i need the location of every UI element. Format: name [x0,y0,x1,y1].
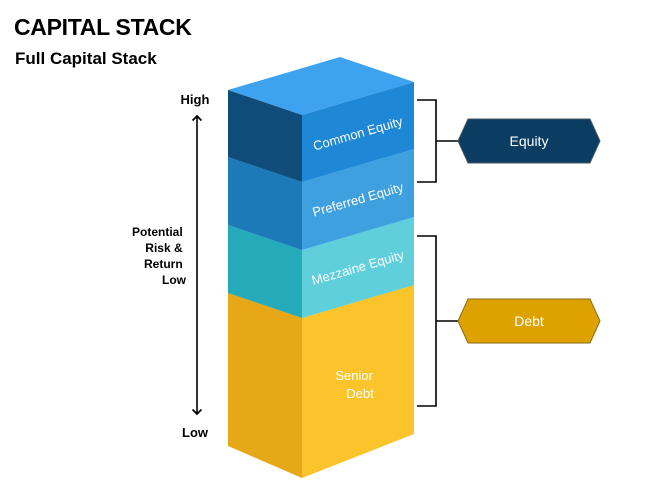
axis-low-label: Low [182,425,209,440]
axis-middle-line: Potential [132,225,183,239]
debt-tag-shape [457,298,601,344]
debt-bracket [417,235,437,407]
preferred-equity-side-face [302,149,414,250]
page-subtitle: Full Capital Stack [15,49,157,68]
axis-middle-label: Potential Risk & Return Low [132,225,187,287]
mezzaine-equity-side-face [302,217,414,318]
common-equity-side-face [302,82,414,182]
layer-label-senior-debt: Senior Debt [335,368,376,401]
layer-common-equity: Common Equity [228,57,414,182]
equity-tag-shape [457,118,601,164]
debt-tag-label: Debt [514,313,544,329]
common-equity-front-face [228,90,302,182]
debt-tag: Debt [457,298,601,344]
layer-label-line: Debt [346,386,374,401]
axis-middle-line: Low [162,273,187,287]
equity-bracket [417,99,437,183]
senior-debt-side-face [302,285,414,478]
equity-tag-label: Equity [510,133,549,149]
senior-debt-front-face [228,293,302,478]
mezzaine-equity-front-face [228,225,302,318]
axis-middle-line: Risk & [145,241,183,255]
axis-middle-line: Return [144,257,183,271]
preferred-equity-front-face [228,157,302,250]
common-equity-top-face [228,57,414,115]
axis-high-label: High [181,92,210,107]
layer-label-line: Senior [335,368,373,383]
equity-tag: Equity [457,118,601,164]
page-title: CAPITAL STACK [14,14,192,40]
